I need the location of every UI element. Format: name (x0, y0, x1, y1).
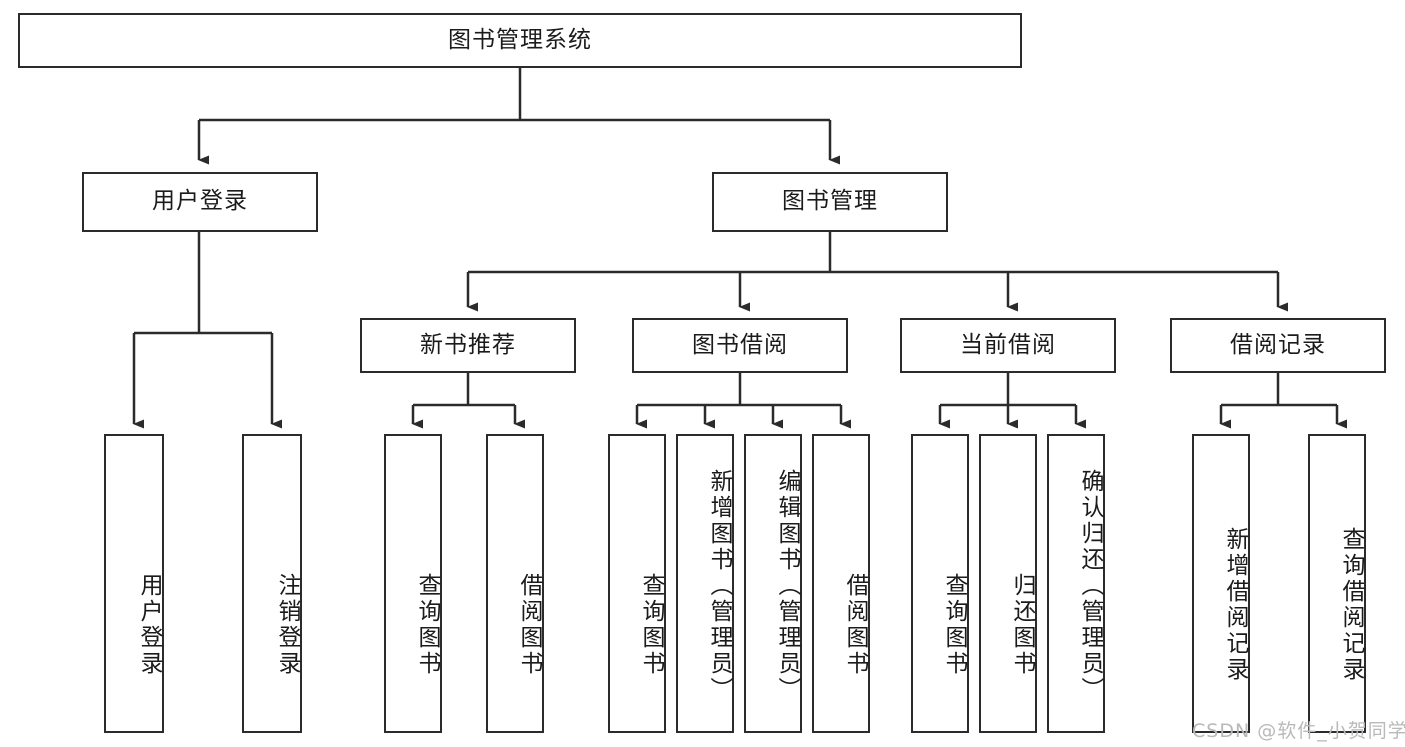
node-borrow-record[interactable]: 借阅记录 (1170, 318, 1386, 373)
node-user-login-label: 用户登录 (152, 188, 248, 215)
node-leaf-borrow-book[interactable]: 借阅图书 (812, 434, 870, 733)
node-leaf-add-book-admin[interactable]: 新增图书（管理员） (676, 434, 734, 733)
node-leaf-borrow-book-label: 借阅图书 (842, 572, 868, 677)
node-leaf-logout-label: 注销登录 (274, 572, 300, 677)
node-user-login[interactable]: 用户登录 (82, 172, 318, 232)
node-leaf-borrow-query-book[interactable]: 查询图书 (608, 434, 666, 733)
node-leaf-edit-book-admin-label: 编辑图书（管理员） (774, 468, 800, 703)
node-leaf-add-borrow-record-label: 新增借阅记录 (1222, 526, 1248, 683)
node-leaf-logout[interactable]: 注销登录 (242, 434, 302, 733)
node-book-borrow-label: 图书借阅 (692, 331, 788, 358)
node-root-label: 图书管理系统 (448, 26, 592, 53)
node-leaf-user-login[interactable]: 用户登录 (104, 434, 164, 733)
node-book-borrow[interactable]: 图书借阅 (632, 318, 848, 373)
node-book-manage-label: 图书管理 (782, 188, 878, 215)
node-leaf-current-query-book-label: 查询图书 (941, 572, 967, 677)
node-leaf-edit-book-admin[interactable]: 编辑图书（管理员） (744, 434, 802, 733)
node-leaf-current-query-book[interactable]: 查询图书 (911, 434, 969, 733)
node-leaf-borrow-query-book-label: 查询图书 (638, 572, 664, 677)
node-root[interactable]: 图书管理系统 (18, 13, 1022, 68)
node-leaf-add-borrow-record[interactable]: 新增借阅记录 (1192, 434, 1250, 733)
node-leaf-new-book-query-label: 查询图书 (414, 572, 440, 677)
node-leaf-new-book-borrow-label: 借阅图书 (516, 572, 542, 677)
node-leaf-query-borrow-record[interactable]: 查询借阅记录 (1308, 434, 1366, 733)
node-current-borrow[interactable]: 当前借阅 (900, 318, 1116, 373)
node-book-manage[interactable]: 图书管理 (712, 172, 948, 232)
node-new-book-recommend-label: 新书推荐 (420, 331, 516, 358)
node-leaf-query-borrow-record-label: 查询借阅记录 (1338, 526, 1364, 683)
csdn-watermark: CSDN @软件_小贺同学 (1192, 720, 1405, 742)
node-leaf-add-book-admin-label: 新增图书（管理员） (706, 468, 732, 703)
node-leaf-confirm-return-admin-label: 确认归还（管理员） (1077, 468, 1103, 703)
node-leaf-new-book-query[interactable]: 查询图书 (384, 434, 442, 733)
node-leaf-user-login-label: 用户登录 (136, 572, 162, 677)
node-leaf-confirm-return-admin[interactable]: 确认归还（管理员） (1047, 434, 1105, 733)
node-leaf-return-book-label: 归还图书 (1009, 572, 1035, 677)
node-borrow-record-label: 借阅记录 (1230, 331, 1326, 358)
node-current-borrow-label: 当前借阅 (960, 331, 1056, 358)
node-leaf-new-book-borrow[interactable]: 借阅图书 (486, 434, 544, 733)
node-new-book-recommend[interactable]: 新书推荐 (360, 318, 576, 373)
node-leaf-return-book[interactable]: 归还图书 (979, 434, 1037, 733)
